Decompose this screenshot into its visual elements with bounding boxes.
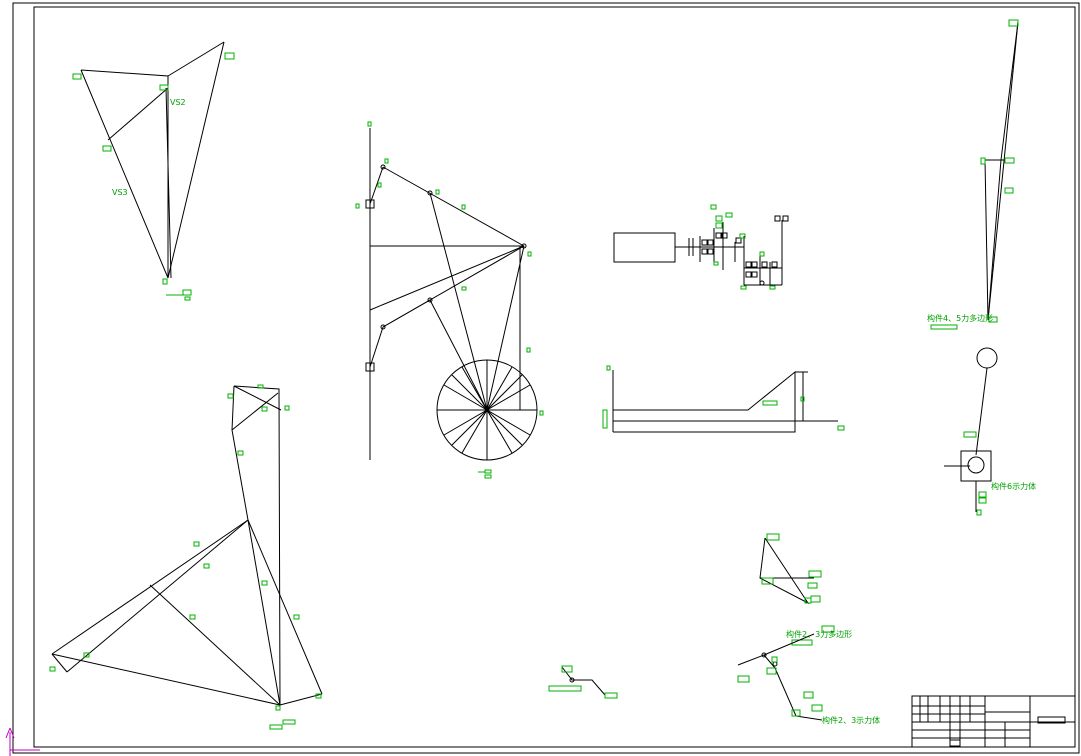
free-body-23-label: 构件2、3示力体 (822, 715, 880, 725)
force-polygon-45-label: 构件4、5力多边形 (927, 313, 993, 323)
title-block (911, 695, 1076, 748)
velocity-polygon: VS2 VS3 (72, 41, 235, 301)
free-body-6-label: 构件6示力体 (991, 481, 1036, 491)
vs2-label: VS2 (170, 98, 186, 107)
vs3-label: VS3 (112, 188, 128, 197)
acceleration-polygon (49, 384, 323, 730)
force-polygon-23: 构件2、3力多边形 (759, 533, 852, 646)
ucs-icon (5, 727, 40, 756)
free-body-23: 构件2、3示力体 (737, 633, 880, 725)
drawing-border (12, 2, 1080, 754)
cam-profile (602, 365, 845, 433)
small-linkage (548, 665, 618, 699)
force-polygon-23-label: 构件2、3力多边形 (786, 629, 852, 639)
gear-train-schematic (613, 204, 789, 290)
force-polygon-45: 构件4、5力多边形 (927, 19, 1019, 330)
mechanism-linkage (355, 121, 544, 479)
free-body-6: 构件6示力体 (944, 347, 1036, 516)
